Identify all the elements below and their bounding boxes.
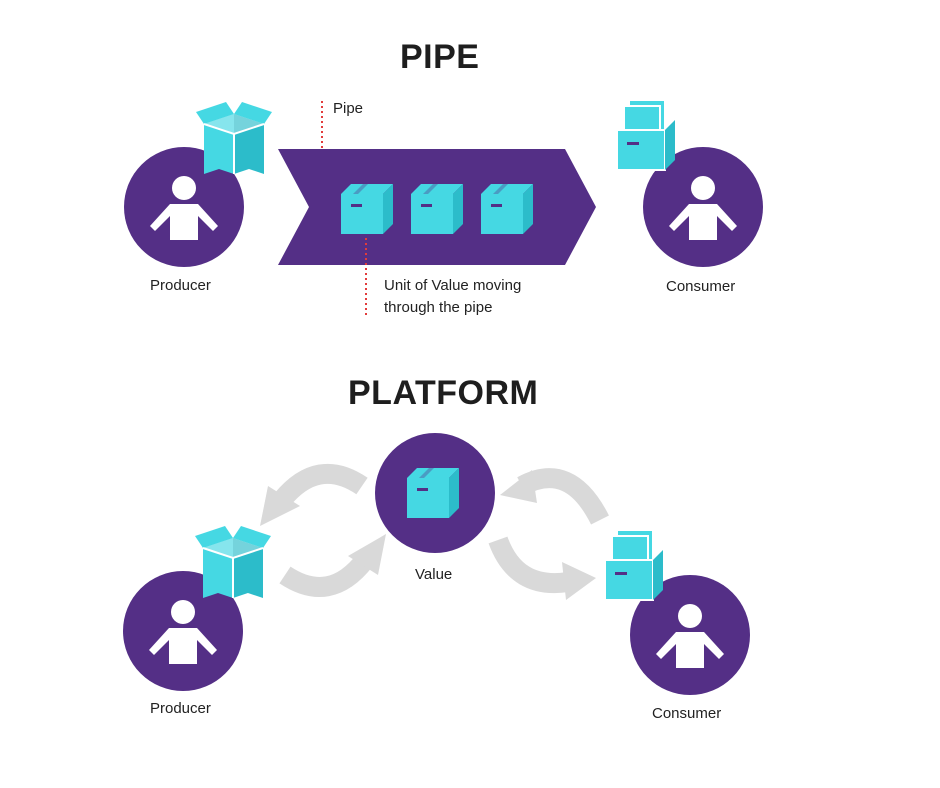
curved-arrow-icon <box>260 463 368 526</box>
curved-arrow-icon <box>488 536 596 600</box>
box-icon <box>481 184 533 234</box>
unit-label-line1: Unit of Value moving <box>384 277 522 294</box>
producer-label: Producer <box>150 700 211 717</box>
box-icon <box>341 184 393 234</box>
curved-arrow-icon <box>279 534 386 597</box>
unit-label-line2: through the pipe <box>384 299 493 316</box>
curved-arrow-icon <box>500 468 609 525</box>
producer-label: Producer <box>150 277 211 294</box>
platform-title: PLATFORM <box>348 374 539 412</box>
box-icon <box>411 184 463 234</box>
value-label: Value <box>415 566 453 583</box>
open-box-icon <box>194 525 272 599</box>
pipe-title: PIPE <box>400 38 480 76</box>
pipe-label: Pipe <box>333 100 364 117</box>
box-icon <box>407 468 459 518</box>
consumer-label: Consumer <box>666 278 736 295</box>
file-box-icon <box>604 529 664 601</box>
file-box-icon <box>616 99 676 171</box>
consumer-label: Consumer <box>652 705 722 722</box>
open-box-icon <box>195 101 273 175</box>
